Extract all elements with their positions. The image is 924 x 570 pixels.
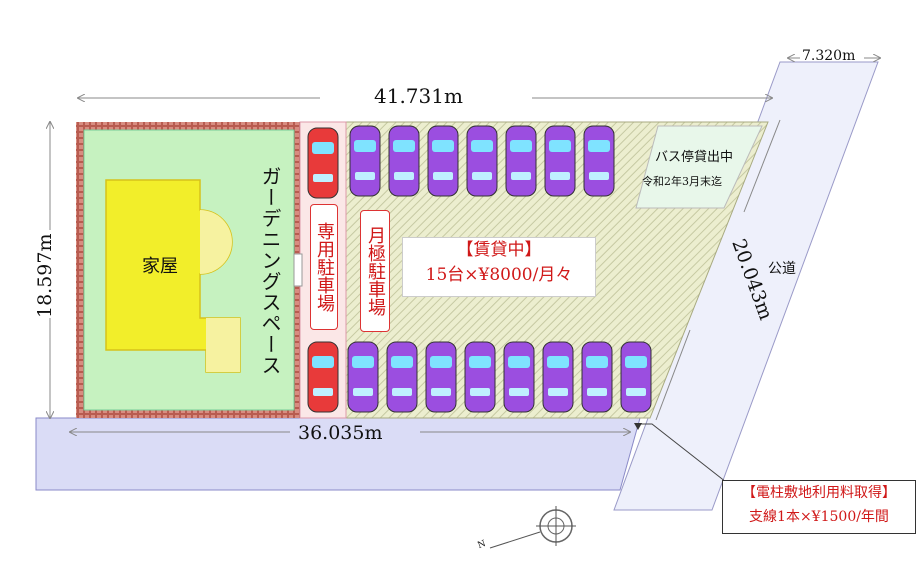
monthly-car bbox=[583, 125, 615, 197]
monthly-car bbox=[464, 341, 496, 413]
bus-stop-line1: バス停貸出中 bbox=[655, 150, 734, 165]
bus-stop-area bbox=[635, 125, 763, 209]
monthly-car bbox=[347, 341, 379, 413]
private-parking-label: 専用駐車場 bbox=[310, 204, 338, 330]
monthly-car bbox=[503, 341, 535, 413]
monthly-car bbox=[427, 125, 459, 197]
monthly-car bbox=[544, 125, 576, 197]
monthly-car bbox=[388, 125, 420, 197]
rental-notice: 【賃貸中】 15台×¥8000/月々 bbox=[402, 237, 596, 297]
rental-detail: 15台×¥8000/月々 bbox=[425, 265, 573, 285]
monthly-car bbox=[620, 341, 652, 413]
monthly-parking-label: 月極駐車場 bbox=[360, 210, 390, 332]
utility-pole-title: 【電柱敷地利用料取得】 bbox=[742, 485, 896, 501]
road-label: 公道 bbox=[768, 261, 796, 277]
monthly-car bbox=[386, 341, 418, 413]
monthly-car bbox=[542, 341, 574, 413]
utility-pole-notice: 【電柱敷地利用料取得】 支線1本×¥1500/年間 bbox=[722, 480, 916, 534]
garden-label: ガーデニングスペース bbox=[258, 166, 282, 376]
compass-icon bbox=[489, 506, 576, 549]
monthly-car bbox=[425, 341, 457, 413]
utility-pole-detail: 支線1本×¥1500/年間 bbox=[749, 509, 889, 525]
house-label: 家屋 bbox=[142, 256, 178, 277]
monthly-car bbox=[505, 125, 537, 197]
dimension-top-right: 7.320m bbox=[802, 48, 856, 64]
monthly-car bbox=[466, 125, 498, 197]
monthly-car bbox=[349, 125, 381, 197]
dimension-top: 41.731m bbox=[374, 84, 463, 108]
bus-stop-line2: 令和2年3月末迄 bbox=[642, 175, 722, 188]
monthly-car bbox=[581, 341, 613, 413]
private-car bbox=[307, 127, 339, 199]
dimension-left: 18.597m bbox=[34, 233, 56, 319]
dimension-bottom: 36.035m bbox=[298, 422, 383, 444]
rental-title: 【賃貸中】 bbox=[456, 240, 542, 260]
private-car bbox=[307, 341, 339, 413]
